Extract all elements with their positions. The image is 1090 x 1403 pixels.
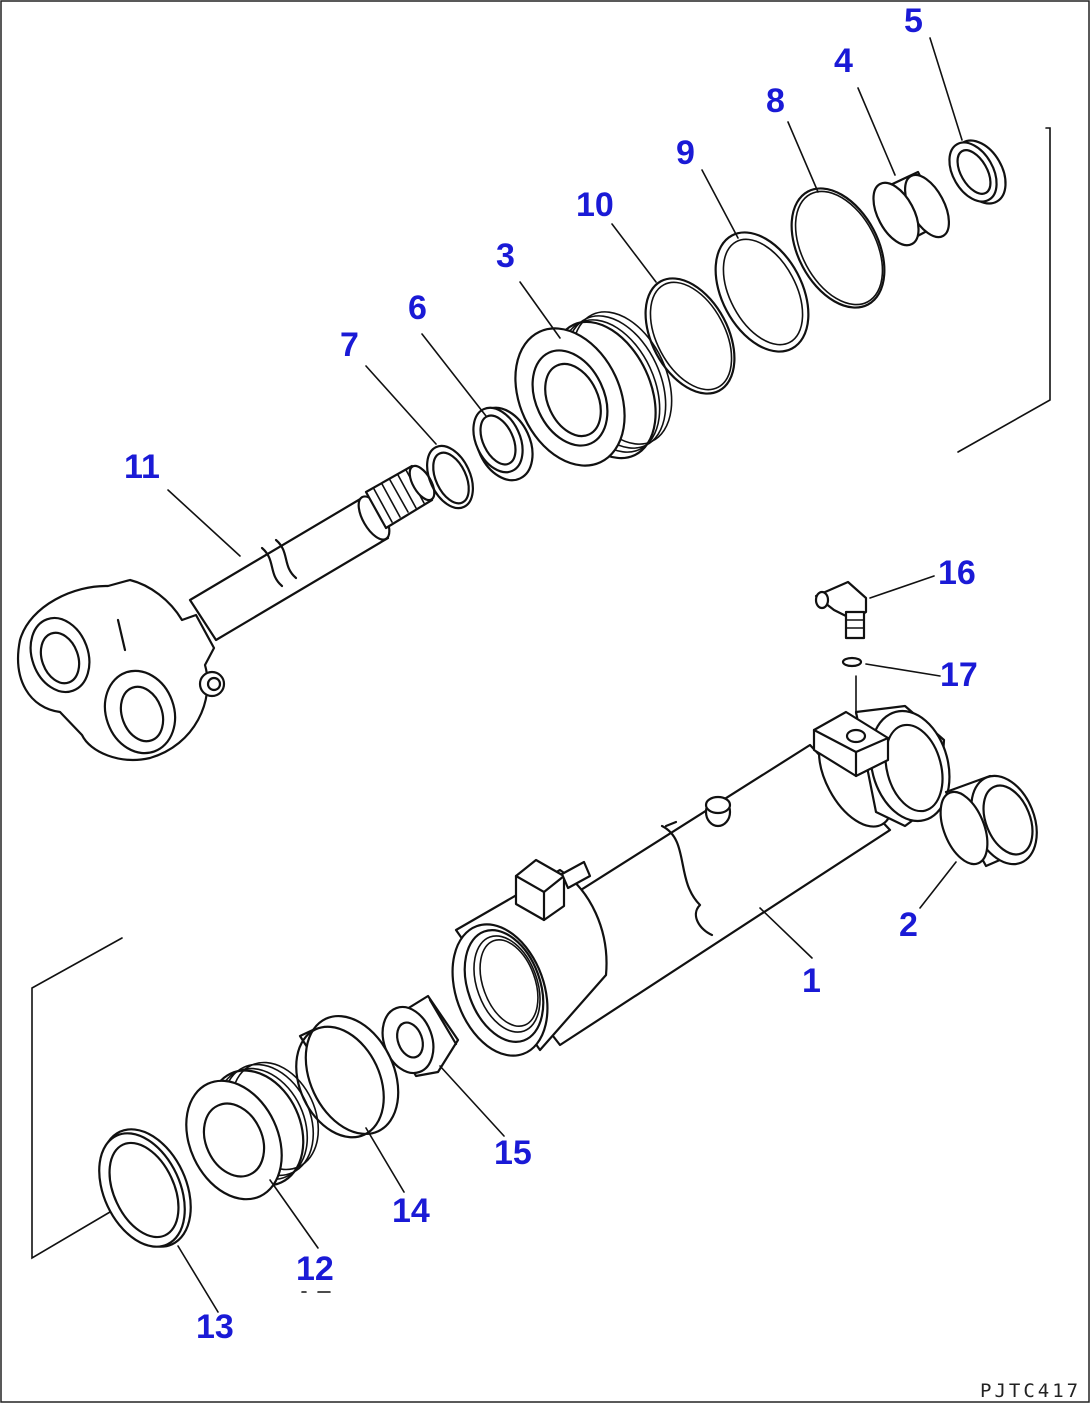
label-part-5: 5 (904, 2, 923, 40)
bushing-part-2 (939, 774, 1038, 868)
label-part-9: 9 (676, 134, 695, 172)
leader-lines (167, 37, 963, 1313)
label-part-12: 12 (296, 1250, 334, 1288)
elbow-fitting-part-16 (814, 580, 868, 640)
dust-seal-part-5 (948, 139, 1007, 205)
label-part-8: 8 (766, 82, 785, 120)
label-part-2: 2 (899, 906, 918, 944)
cylinder-tube-part-1 (451, 704, 951, 1057)
ring-part-6 (472, 406, 534, 482)
wear-ring-part-14 (295, 1014, 400, 1139)
backup-ring-part-9 (714, 231, 810, 353)
drawing-reference-code: PJTC417 (980, 1380, 1081, 1402)
seal-ring-part-13 (98, 1128, 192, 1248)
o-ring-part-17 (841, 656, 863, 715)
label-part-3: 3 (496, 237, 515, 275)
label-part-7: 7 (340, 326, 359, 364)
part-labels: 1 2 3 4 5 6 7 8 9 10 11 12 13 14 15 16 1… (124, 2, 978, 1346)
label-part-1: 1 (802, 962, 821, 1000)
o-ring-part-8 (790, 187, 886, 309)
label-part-11: 11 (124, 448, 160, 486)
snap-ring-part-7 (426, 444, 474, 510)
piston-rod-part-11 (17, 464, 436, 762)
label-part-15: 15 (494, 1134, 532, 1172)
label-part-10: 10 (576, 186, 614, 224)
label-part-14: 14 (392, 1192, 430, 1230)
cylinder-head-part-3 (514, 311, 673, 467)
o-ring-part-10 (644, 277, 736, 395)
label-part-4: 4 (834, 42, 853, 80)
label-part-16: 16 (938, 554, 976, 592)
bushing-part-4 (872, 170, 951, 247)
piston-part-12 (185, 1061, 320, 1201)
label-part-6: 6 (408, 289, 427, 327)
label-part-13: 13 (196, 1308, 234, 1346)
label-part-17: 17 (940, 656, 978, 694)
lower-bracket-lines (31, 937, 123, 1260)
upper-bracket-lines (957, 127, 1051, 453)
